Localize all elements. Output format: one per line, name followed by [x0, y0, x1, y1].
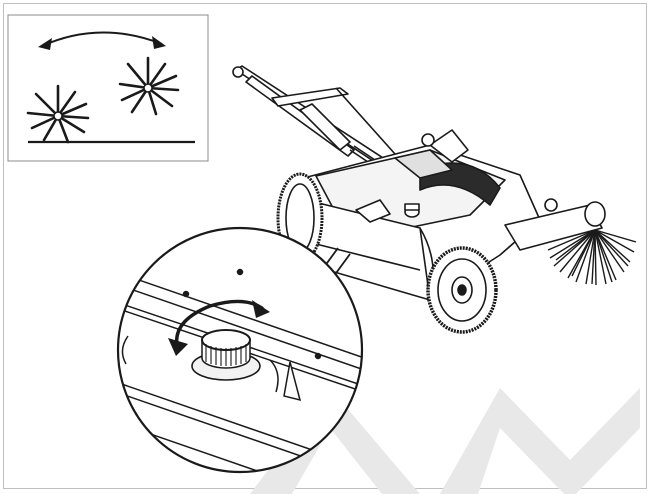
curved-double-arrow-icon	[41, 31, 163, 47]
brush-lowered-icon	[26, 84, 90, 144]
inset-diagram	[26, 31, 195, 144]
rotate-knob-arrow-icon	[168, 299, 270, 356]
watermark	[250, 388, 640, 494]
sweeper-machine	[232, 65, 606, 334]
knob-icon	[201, 329, 251, 351]
side-brush-arm	[504, 204, 603, 251]
inset-box	[7, 14, 209, 162]
zoom-detail	[116, 226, 364, 474]
side-brush	[547, 229, 637, 286]
brush-raised-icon	[118, 56, 180, 116]
